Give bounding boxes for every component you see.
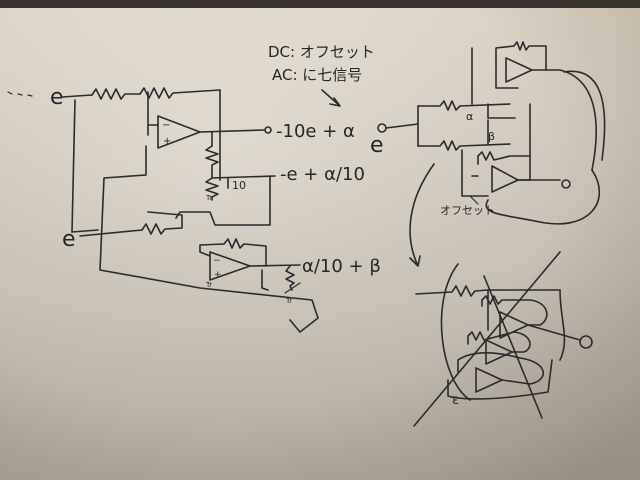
output-1-label: -10e + α — [276, 121, 355, 142]
note-ac: AC: に七信号 — [272, 66, 362, 84]
output-3-label: α/10 + β — [302, 256, 381, 277]
output-2-label: -e + α/10 — [280, 164, 365, 185]
annotation-notes: DC: オフセット AC: に七信号 — [268, 43, 375, 107]
right-bottom-circuit: ε — [413, 251, 593, 427]
svg-text:−: − — [213, 256, 221, 266]
stray-marks — [7, 91, 33, 97]
input-e-top-label: e — [50, 85, 64, 110]
opamp-2 — [209, 251, 251, 281]
svg-text:Tr: Tr — [285, 297, 292, 305]
svg-text:+: + — [163, 136, 171, 147]
svg-text:−: − — [162, 120, 170, 131]
offset-label: オフセット — [440, 204, 495, 217]
svg-text:ε: ε — [452, 393, 459, 408]
svg-text:Tr: Tr — [205, 194, 212, 202]
opamp-1 — [157, 115, 201, 149]
svg-text:+: + — [214, 270, 222, 280]
input-e-right-label: e — [370, 133, 384, 158]
svg-text:α: α — [466, 110, 473, 123]
input-e-bottom-label: e — [62, 227, 76, 252]
divider-10-label: 10 — [232, 179, 246, 192]
svg-text:β: β — [488, 130, 495, 143]
right-top-circuit: e α β オフセット — [370, 41, 606, 267]
note-dc: DC: オフセット — [268, 43, 375, 61]
left-circuit: e − + -10e + α Tr — [50, 85, 381, 333]
svg-text:Tr: Tr — [205, 281, 212, 289]
board-top-frame — [0, 0, 640, 8]
